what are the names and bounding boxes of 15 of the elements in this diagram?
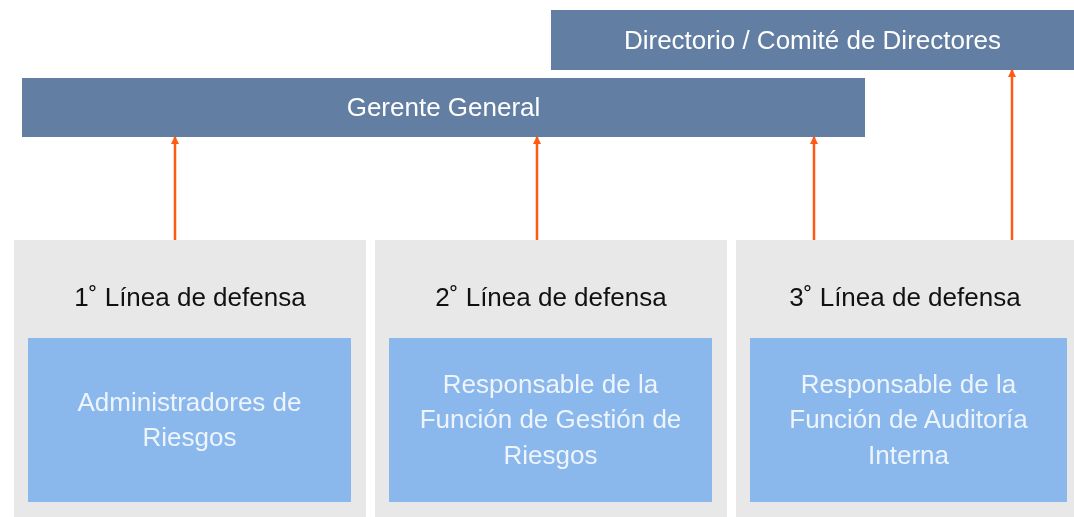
panel-heading: 2˚ Línea de defensa (434, 281, 668, 314)
role-box: Responsable de la Función de Gestión de Riesgos (389, 338, 712, 502)
role-box: Administradores de Riesgos (28, 338, 351, 502)
arrow (171, 136, 179, 240)
role-box: Responsable de la Función de Auditoría Interna (750, 338, 1067, 502)
defense-line-panel (375, 240, 727, 517)
panel-heading: 3˚ Línea de defensa (788, 281, 1022, 314)
defense-line-panel (14, 240, 366, 517)
panel-heading: 1˚ Línea de defensa (73, 281, 307, 314)
defense-line-panel (736, 240, 1074, 517)
arrow (810, 136, 818, 240)
title-bar: Directorio / Comité de Directores (551, 10, 1074, 70)
arrow (1008, 69, 1016, 240)
arrow (533, 136, 541, 240)
title-bar: Gerente General (22, 78, 865, 137)
